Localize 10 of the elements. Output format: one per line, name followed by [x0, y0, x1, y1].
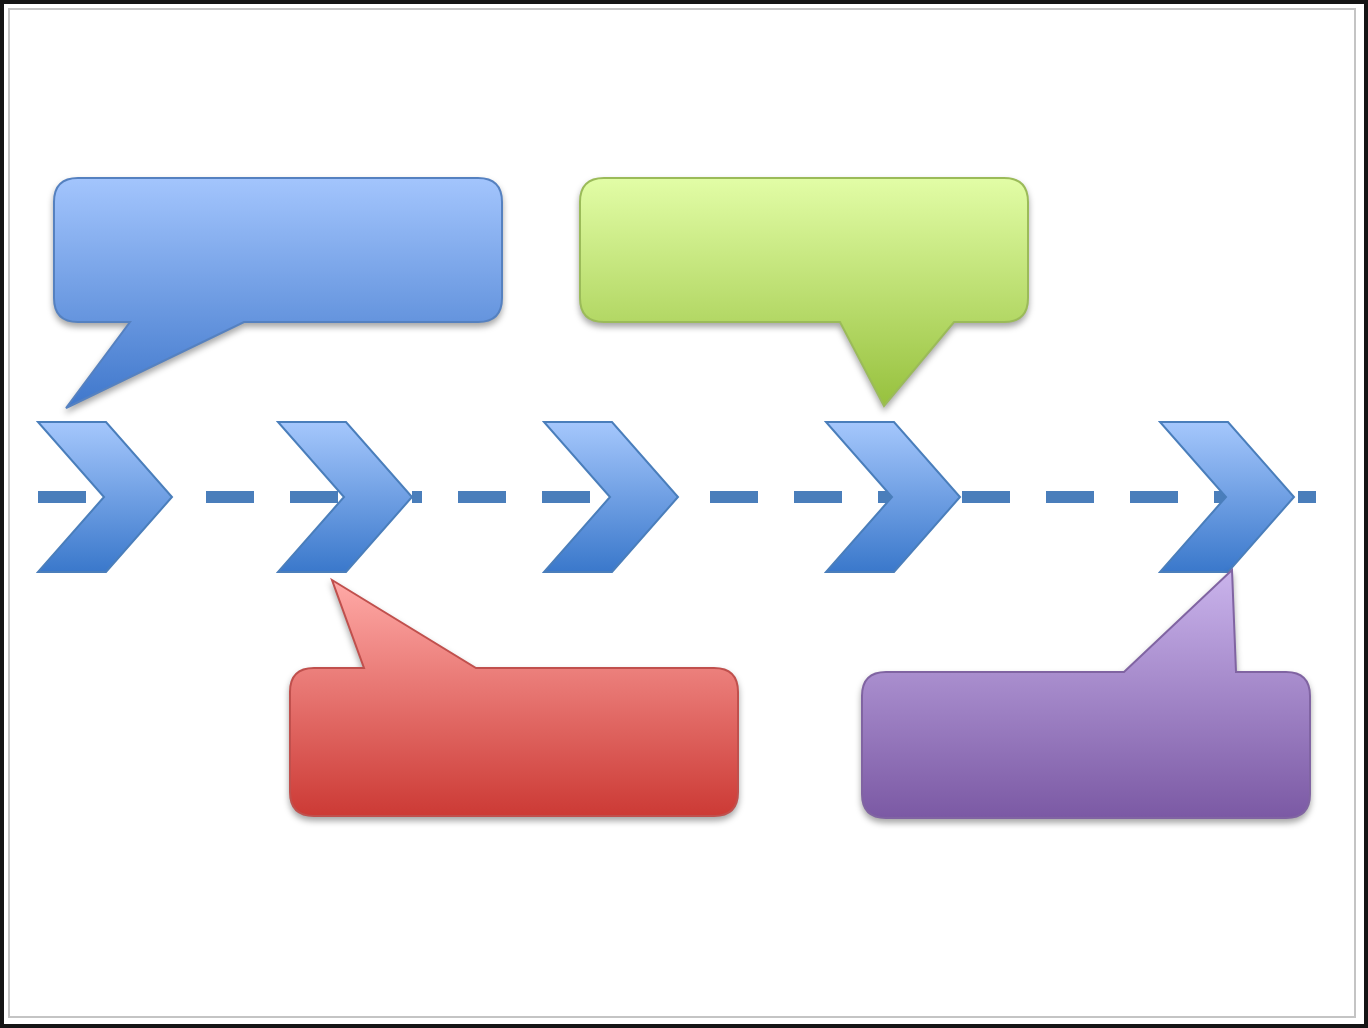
timeline-marker: [38, 422, 172, 572]
timeline-marker: [278, 422, 412, 572]
speech-bubble: [54, 178, 502, 408]
speech-bubble: [290, 580, 738, 816]
timeline-marker: [826, 422, 960, 572]
timeline-marker: [544, 422, 678, 572]
speech-bubble: [580, 178, 1028, 406]
dashed-line: [1294, 491, 1316, 503]
timeline-marker: [1160, 422, 1294, 572]
dashed-line: [960, 491, 1226, 503]
